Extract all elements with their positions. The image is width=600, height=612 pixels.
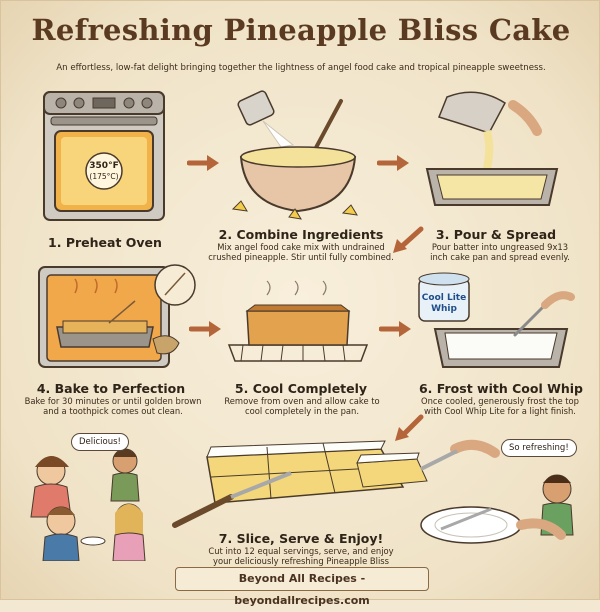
mixing-bowl-illustration [231, 90, 358, 220]
whip-tub-label-2: Whip [431, 304, 457, 314]
sliced-cake-illustration [172, 440, 428, 528]
oven-temp-f: 350°F [89, 161, 119, 171]
speech-bubble-delicious: Delicious! [71, 433, 129, 451]
step-5-description: Remove from oven and allow cake to cool … [224, 396, 380, 417]
page-title: Refreshing Pineapple Bliss Cake [31, 13, 571, 47]
step-5-title: 5. Cool Completely [234, 381, 368, 396]
step-1-title: 1. Preheat Oven [48, 235, 162, 250]
footer-credit: Beyond All Recipes - beyondallrecipes.co… [175, 567, 429, 607]
step-3-title: 3. Pour & Spread [435, 227, 557, 242]
whip-tub-label-1: Cool Lite [421, 293, 467, 303]
step-3-description: Pour batter into ungreased 9x13 inch cak… [430, 242, 570, 263]
step-4-description: Bake for 30 minutes or until golden brow… [24, 396, 202, 417]
family-illustration [30, 448, 146, 561]
cooling-cake-illustration [227, 280, 369, 362]
arrow-right-icon [377, 155, 409, 171]
arrow-down-left-icon [395, 414, 424, 441]
step-4-title: 4. Bake to Perfection [36, 381, 186, 396]
step-2-title: 2. Combine Ingredients [218, 227, 384, 242]
oven-temp-c: (175°C) [89, 172, 119, 181]
arrow-down-left-icon [393, 226, 424, 253]
page-subtitle: An effortless, low-fat delight bringing … [56, 63, 546, 73]
step-6-title: 6. Frost with Cool Whip [418, 381, 584, 396]
speech-bubble-refreshing: So refreshing! [501, 439, 577, 457]
baking-oven-illustration [38, 264, 196, 368]
step-6-description: Once cooled, generously frost the top wi… [421, 396, 579, 417]
frosting-illustration [418, 272, 575, 368]
arrow-right-icon [189, 321, 221, 337]
arrow-right-icon [379, 321, 411, 337]
oven-illustration [43, 91, 165, 221]
arrow-right-icon [187, 155, 219, 171]
step-2-description: Mix angel food cake mix with undrained c… [208, 242, 394, 263]
pour-batter-illustration [425, 91, 559, 206]
step-7-title: 7. Slice, Serve & Enjoy! [218, 531, 384, 546]
serving-illustration [420, 439, 574, 544]
